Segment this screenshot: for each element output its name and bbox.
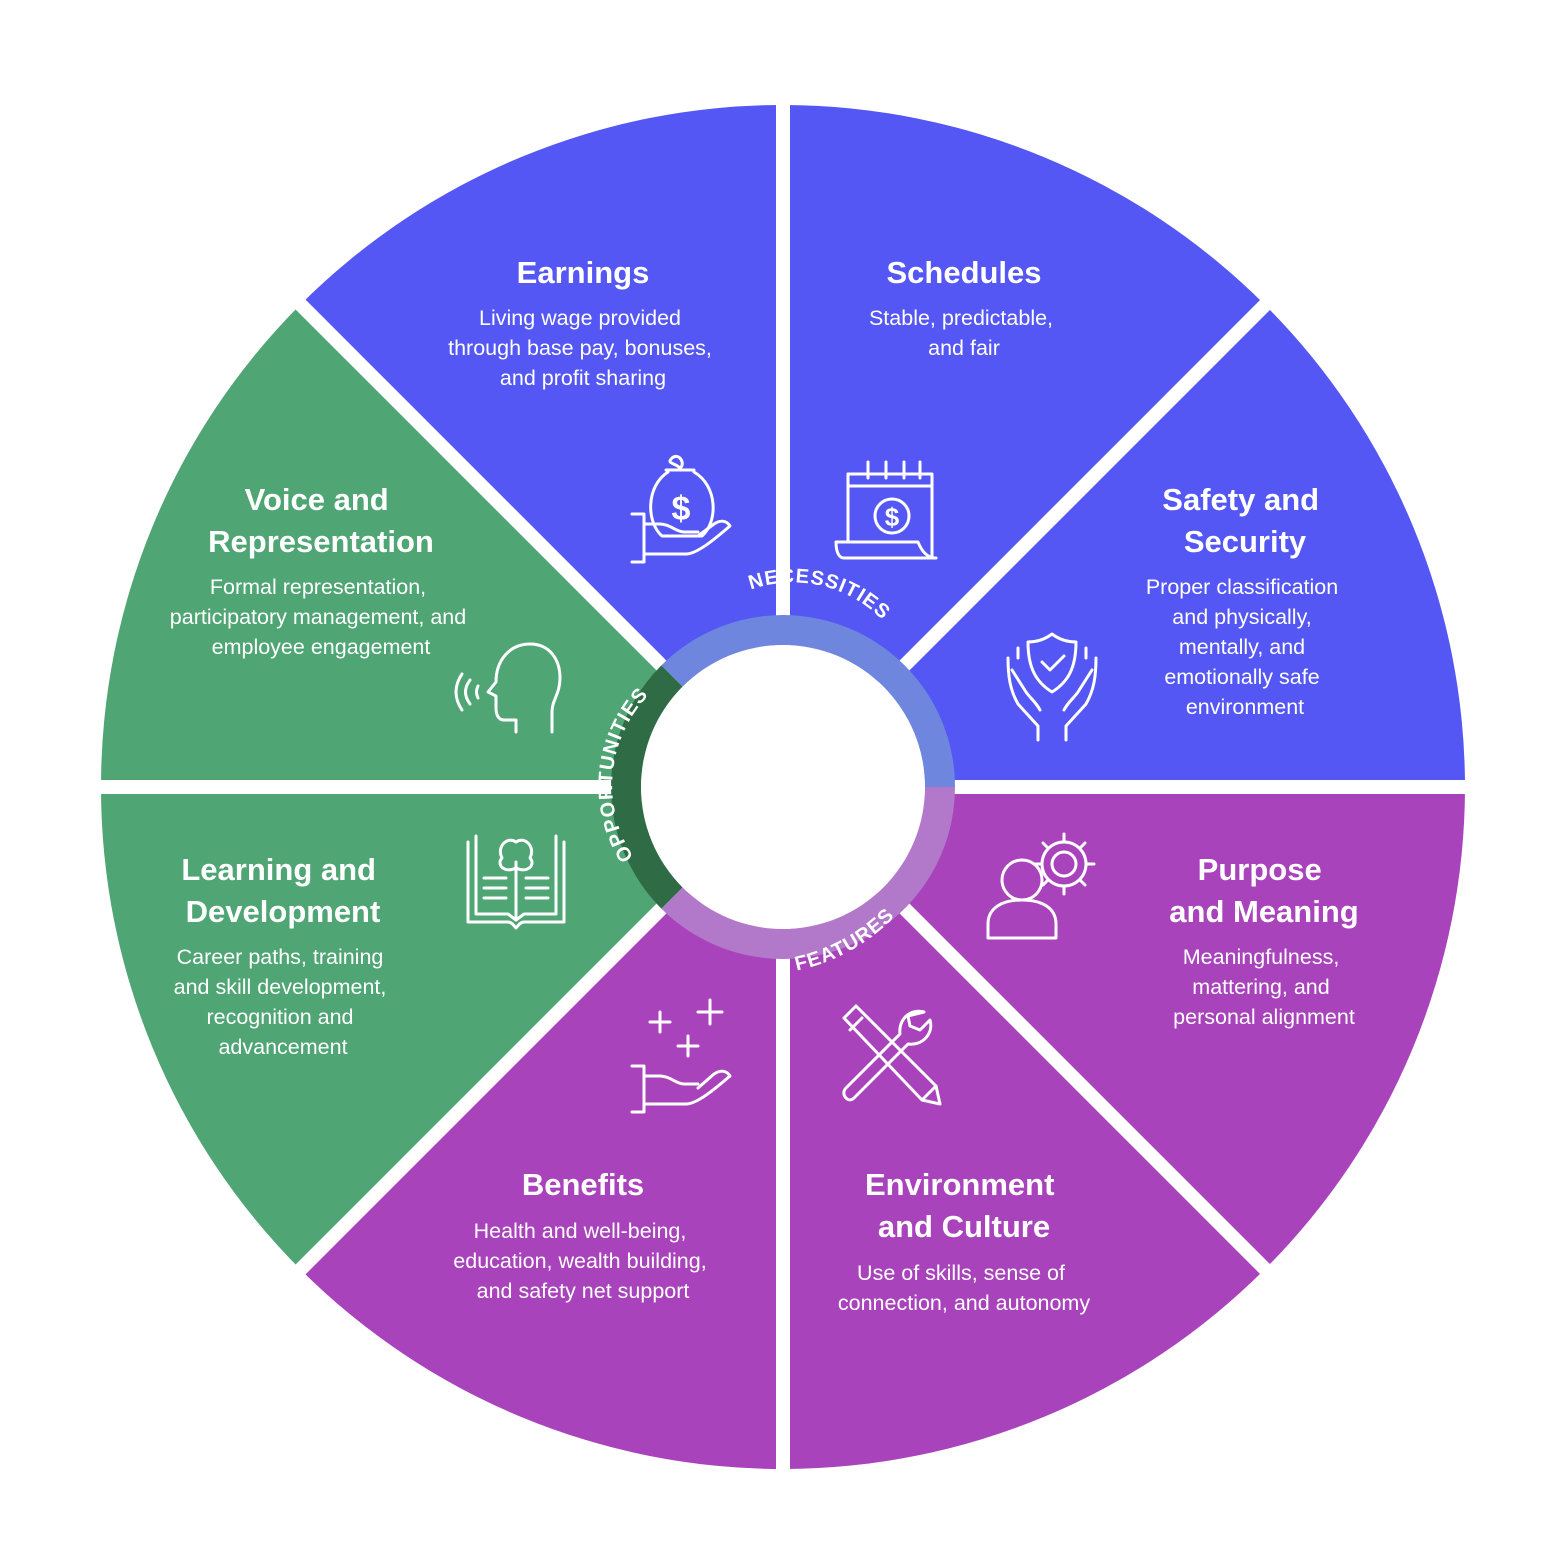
segment-texts: Earnings Living wage provided through ba…: [170, 255, 1359, 1315]
category-ring: [611, 615, 955, 959]
segment-learning: [100, 787, 784, 1269]
earnings-title: Earnings: [517, 255, 650, 290]
schedules-title: Schedules: [886, 255, 1041, 290]
segment-voice: [100, 305, 783, 787]
segment-benefits: [300, 787, 783, 1470]
segment-earnings: [300, 104, 783, 787]
svg-text:$: $: [885, 502, 900, 532]
schedules-description: Stable, predictable, and fair: [869, 306, 1059, 360]
earnings-description: Living wage provided through base pay, b…: [448, 306, 718, 390]
benefits-title: Benefits: [522, 1167, 644, 1202]
person-gear-icon: [986, 832, 1096, 940]
segment-schedules: [783, 105, 1265, 787]
environment-description: Use of skills, sense of connection, and …: [838, 1261, 1090, 1315]
environment-title: Environment and Culture: [865, 1167, 1063, 1244]
purpose-title: Purpose and Meaning: [1169, 852, 1358, 929]
hand-plus-icon: [630, 998, 732, 1114]
benefits-description: Health and well-being, education, wealth…: [453, 1219, 712, 1303]
segment-purpose: [783, 787, 1465, 1269]
ring-opportunities: [611, 665, 683, 909]
segment-safety: [783, 305, 1465, 787]
purpose-description: Meaningfulness, mattering, and personal …: [1173, 945, 1355, 1029]
svg-text:$: $: [672, 490, 691, 528]
learning-title: Learning and Development: [181, 852, 384, 929]
wheel-segments: [100, 104, 1465, 1470]
voice-title: Voice and Representation: [208, 482, 434, 559]
hands-shield-icon: [1006, 632, 1098, 742]
safety-description: Proper classification and physically, me…: [1146, 575, 1344, 719]
book-brain-icon: [466, 834, 566, 930]
segment-environment: [783, 787, 1265, 1469]
money-bag-hand-icon: $: [630, 454, 732, 564]
safety-title: Safety and Security: [1162, 482, 1327, 559]
learning-description: Career paths, training and skill develop…: [174, 945, 393, 1059]
center-circle: [641, 645, 925, 929]
ring-necessities: [661, 615, 955, 788]
voice-description: Formal representation, participatory man…: [170, 575, 472, 659]
calendar-dollar-icon: $: [834, 460, 938, 560]
wrench-pencil-icon: [842, 1004, 942, 1106]
ring-features: [661, 786, 955, 959]
speaking-head-icon: [454, 642, 562, 734]
